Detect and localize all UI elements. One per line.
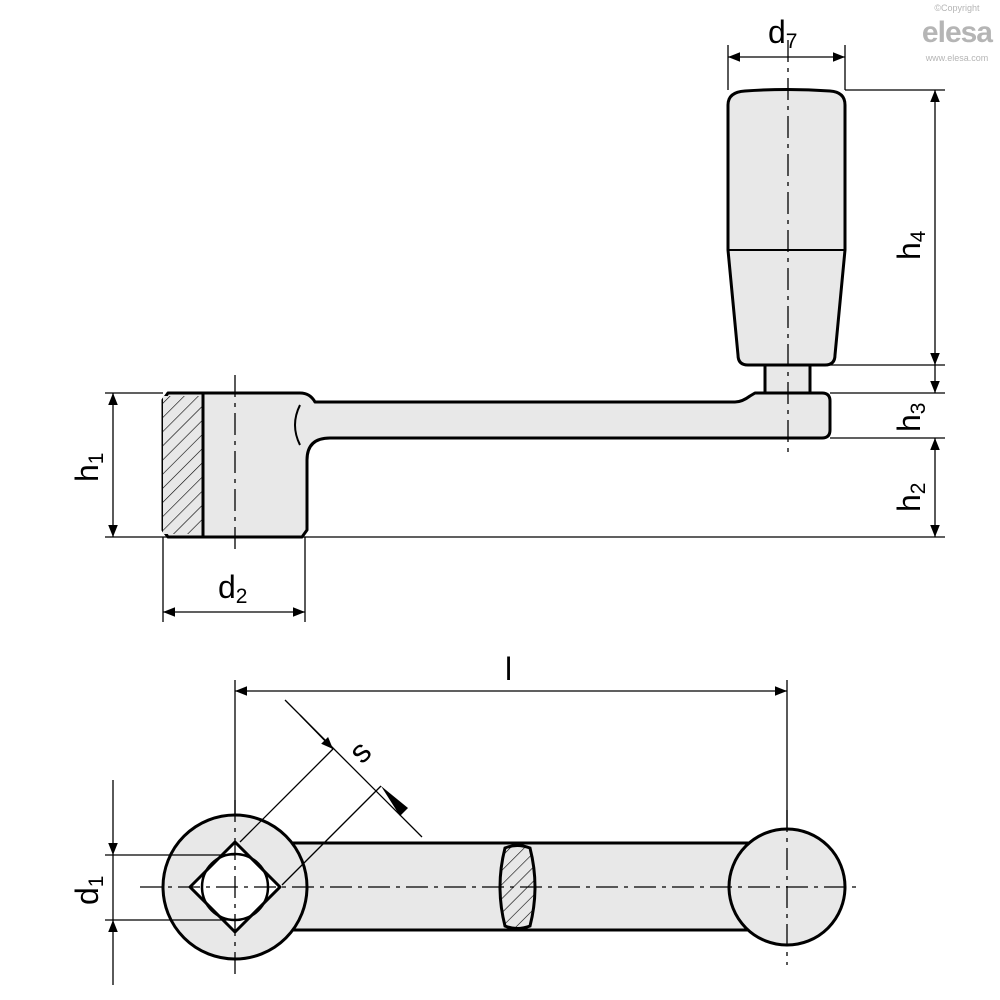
label-d1: d1 bbox=[69, 876, 108, 905]
side-view bbox=[105, 40, 945, 622]
label-h2: h2 bbox=[891, 483, 930, 512]
label-h3: h3 bbox=[891, 403, 930, 432]
arm-section-hatched bbox=[498, 844, 537, 930]
label-s: s bbox=[341, 733, 378, 770]
logo-url: www.elesa.com bbox=[925, 53, 989, 63]
elesa-logo: ©Copyright elesa www.elesa.com bbox=[921, 2, 993, 64]
logo-name: elesa bbox=[921, 16, 993, 49]
top-view bbox=[105, 680, 860, 985]
label-d7: d7 bbox=[768, 14, 797, 53]
handle-grip bbox=[726, 88, 847, 367]
logo-copyright: ©Copyright bbox=[934, 3, 980, 13]
crank-arm bbox=[161, 391, 832, 539]
label-l: l bbox=[505, 651, 512, 687]
label-h4: h4 bbox=[891, 230, 930, 260]
dim-s-arrow bbox=[381, 786, 408, 816]
label-h1: h1 bbox=[69, 453, 108, 482]
hub-hatched-section bbox=[163, 396, 203, 534]
label-d2: d2 bbox=[218, 569, 247, 608]
